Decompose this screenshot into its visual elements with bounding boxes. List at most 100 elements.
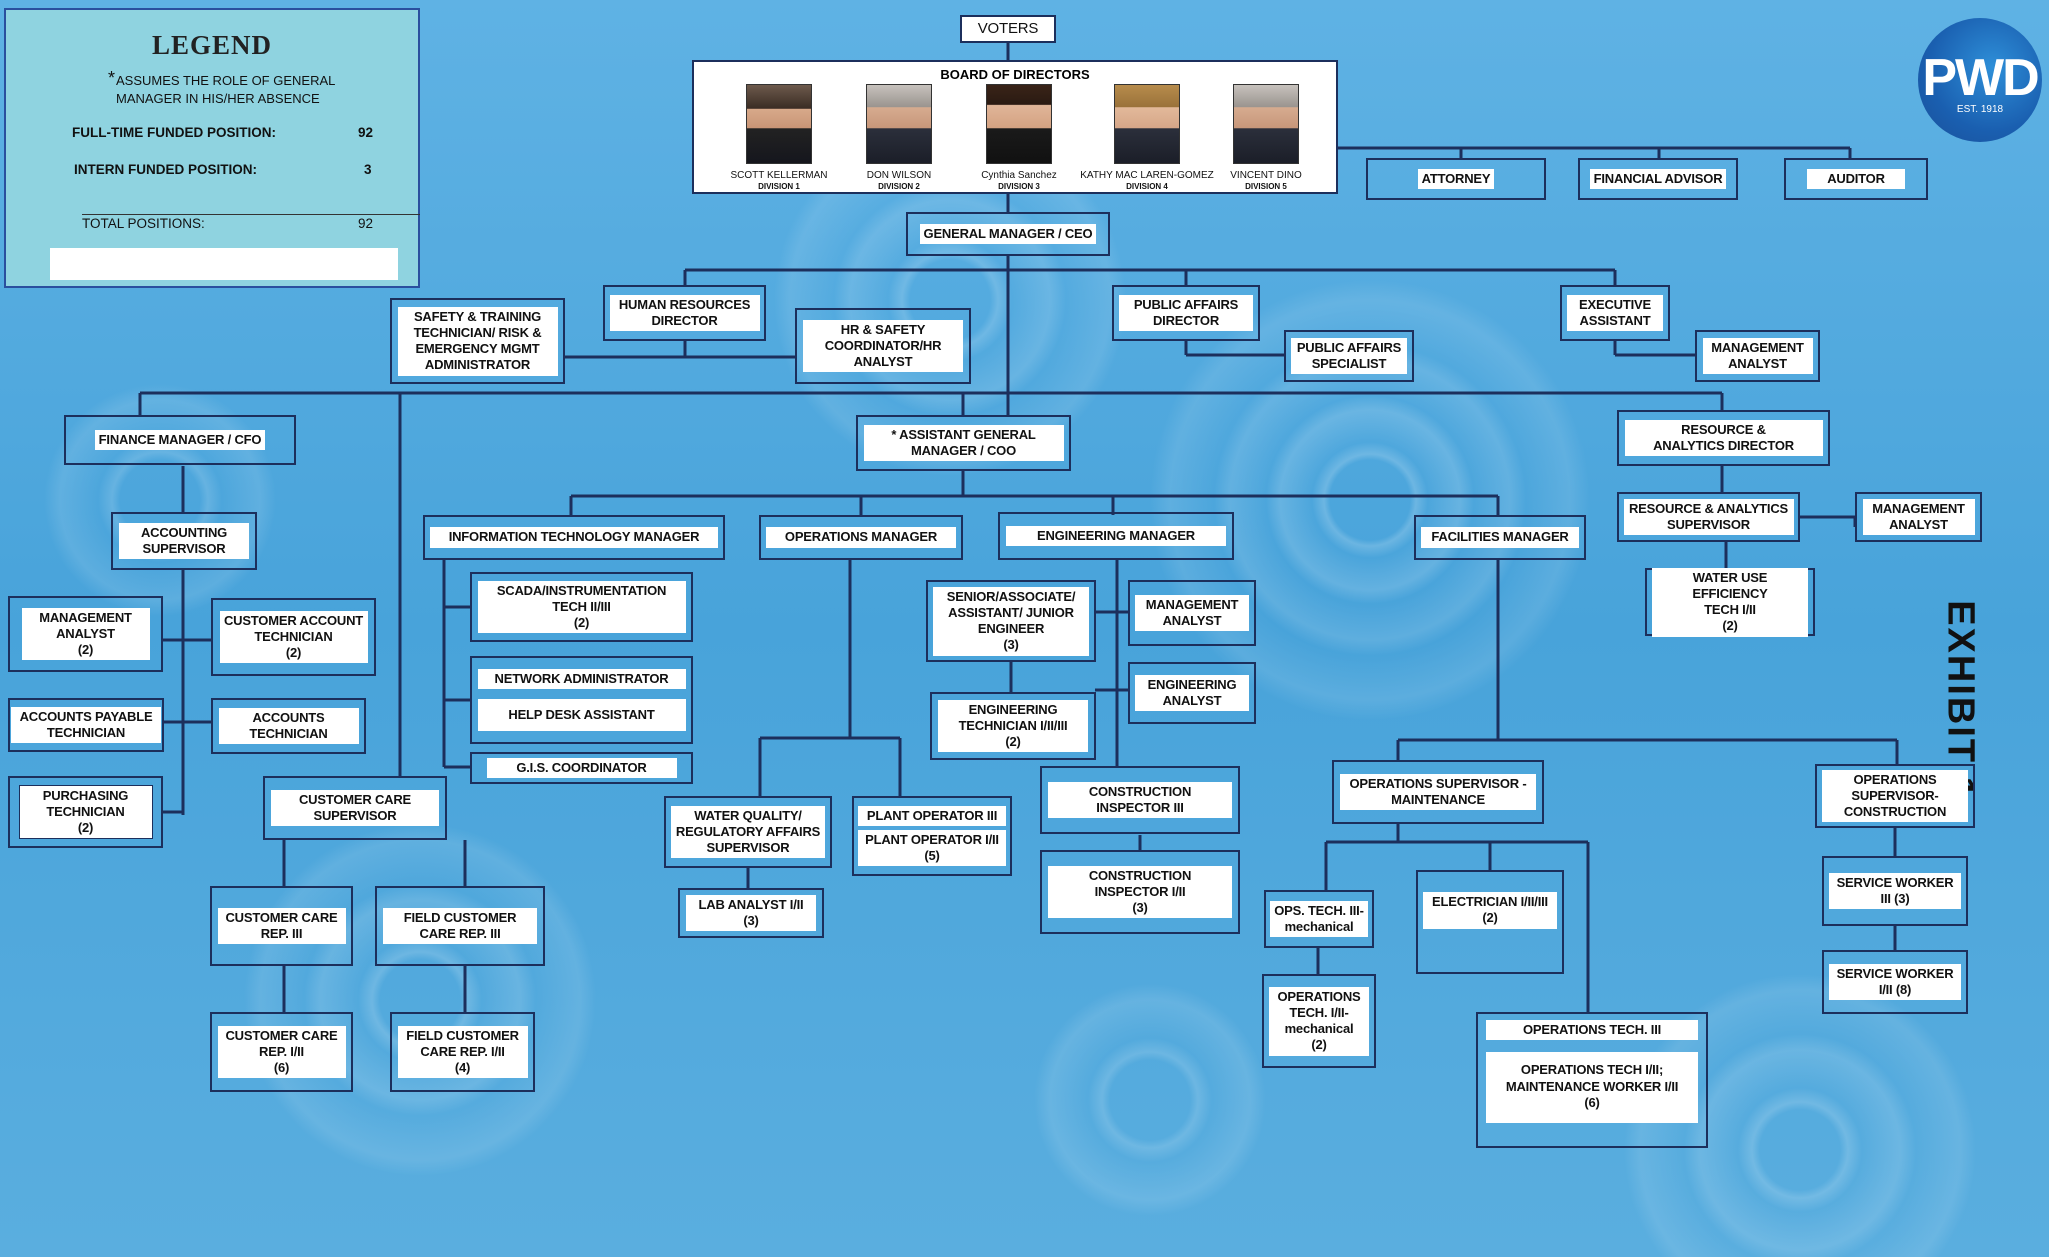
ops-tech3-mech-box: OPS. TECH. III- mechanical: [1264, 890, 1374, 948]
intern-value: 3: [364, 162, 372, 177]
member-division: DIVISION 3: [998, 182, 1040, 191]
ops-tech3-label: OPERATIONS TECH. III: [1486, 1020, 1698, 1041]
scada-box: SCADA/INSTRUMENTATION TECH II/III (2): [470, 572, 693, 642]
senior-eng-box: SENIOR/ASSOCIATE/ ASSISTANT/ JUNIOR ENGI…: [926, 580, 1096, 662]
board-title: BOARD OF DIRECTORS: [940, 67, 1090, 82]
legend-note: *ASSUMES THE ROLE OF GENERAL MANAGER IN …: [108, 68, 336, 107]
gm-box: GENERAL MANAGER / CEO: [906, 212, 1110, 256]
help-desk-label: HELP DESK ASSISTANT: [477, 699, 686, 732]
member-name: Cynthia Sanchez: [981, 170, 1057, 181]
auditor-label: AUDITOR: [1807, 168, 1905, 190]
voters-label: VOTERS: [973, 17, 1043, 41]
member-photo: [986, 84, 1052, 164]
ra-supervisor-label: RESOURCE & ANALYTICS SUPERVISOR: [1623, 498, 1794, 536]
hr-safety-box: HR & SAFETY COORDINATOR/HR ANALYST: [795, 308, 971, 384]
water-use-label: WATER USE EFFICIENCY TECH I/II (2): [1652, 567, 1808, 637]
ops-tech3-mech-label: OPS. TECH. III- mechanical: [1270, 900, 1368, 938]
full-time-value: 92: [358, 125, 374, 140]
acct-supervisor-label: ACCOUNTING SUPERVISOR: [119, 522, 249, 560]
ops-sup-const-label: OPERATIONS SUPERVISOR- CONSTRUCTION: [1822, 769, 1968, 823]
fcr12-label: FIELD CUSTOMER CARE REP. I/II (4): [397, 1025, 528, 1079]
eng-tech-label: ENGINEERING TECHNICIAN I/II/III (2): [938, 699, 1088, 753]
fac-manager-label: FACILITIES MANAGER: [1421, 527, 1579, 548]
ap-tech-box: ACCOUNTS PAYABLE TECHNICIAN: [8, 698, 164, 752]
acct-supervisor-box: ACCOUNTING SUPERVISOR: [111, 512, 257, 570]
hr-director-box: HUMAN RESOURCES DIRECTOR: [603, 285, 766, 341]
ops-manager-box: OPERATIONS MANAGER: [759, 515, 963, 560]
pa-specialist-label: PUBLIC AFFAIRS SPECIALIST: [1291, 337, 1407, 375]
fcr3-box: FIELD CUSTOMER CARE REP. III: [375, 886, 545, 966]
pa-director-box: PUBLIC AFFAIRS DIRECTOR: [1112, 285, 1260, 341]
senior-eng-label: SENIOR/ASSOCIATE/ ASSISTANT/ JUNIOR ENGI…: [933, 586, 1089, 656]
const-insp3-box: CONSTRUCTION INSPECTOR III: [1040, 766, 1240, 834]
svc-worker12-box: SERVICE WORKER I/II (8): [1822, 950, 1968, 1014]
ccr12-label: CUSTOMER CARE REP. I/II (6): [217, 1025, 346, 1079]
electrician-label: ELECTRICIAN I/II/III (2): [1423, 892, 1557, 929]
scada-label: SCADA/INSTRUMENTATION TECH II/III (2): [477, 580, 686, 634]
logo-text: PWD: [1922, 49, 2039, 107]
ra-supervisor-box: RESOURCE & ANALYTICS SUPERVISOR: [1617, 492, 1800, 542]
attorney-box: ATTORNEY: [1366, 158, 1546, 200]
asterisk-mark: *: [108, 68, 116, 88]
legend-title: LEGEND: [151, 30, 273, 60]
gis-label: G.I.S. COORDINATOR: [486, 757, 677, 779]
ops-manager-label: OPERATIONS MANAGER: [766, 527, 956, 548]
member-photo: [746, 84, 812, 164]
member-division: DIVISION 1: [758, 182, 800, 191]
fin-mgmt-analyst-box: MANAGEMENT ANALYST (2): [8, 596, 163, 672]
member-photo: [1233, 84, 1299, 164]
auditor-box: AUDITOR: [1784, 158, 1928, 200]
agm-label: * ASSISTANT GENERAL MANAGER / COO: [863, 424, 1064, 462]
voters-box: VOTERS: [960, 15, 1056, 43]
hr-director-label: HUMAN RESOURCES DIRECTOR: [609, 294, 760, 332]
network-admin-label: NETWORK ADMINISTRATOR: [477, 668, 686, 689]
eng-analyst-label: ENGINEERING ANALYST: [1135, 674, 1249, 712]
cust-acct-tech-box: CUSTOMER ACCOUNT TECHNICIAN (2): [211, 598, 376, 676]
legend-blank-field: [50, 248, 398, 280]
ops-sup-const-box: OPERATIONS SUPERVISOR- CONSTRUCTION: [1815, 764, 1975, 828]
total-label: TOTAL POSITIONS:: [82, 216, 205, 231]
lab-analyst-label: LAB ANALYST I/II (3): [686, 894, 816, 932]
const-insp12-box: CONSTRUCTION INSPECTOR I/II (3): [1040, 850, 1240, 934]
const-insp12-label: CONSTRUCTION INSPECTOR I/II (3): [1048, 865, 1232, 919]
eng-manager-label: ENGINEERING MANAGER: [1006, 525, 1226, 547]
financial-advisor-box: FINANCIAL ADVISOR: [1578, 158, 1738, 200]
gm-label: GENERAL MANAGER / CEO: [919, 223, 1097, 245]
exec-assistant-label: EXECUTIVE ASSISTANT: [1567, 294, 1663, 332]
purchasing-box: PURCHASING TECHNICIAN (2): [8, 776, 163, 848]
fac-manager-box: FACILITIES MANAGER: [1414, 515, 1586, 560]
legend-note-text: ASSUMES THE ROLE OF GENERAL MANAGER IN H…: [116, 73, 336, 106]
lab-analyst-box: LAB ANALYST I/II (3): [678, 888, 824, 938]
plant-op12-label: PLANT OPERATOR I/II (5): [858, 829, 1006, 867]
fcr12-box: FIELD CUSTOMER CARE REP. I/II (4): [390, 1012, 535, 1092]
exec-assistant-box: EXECUTIVE ASSISTANT: [1560, 285, 1670, 341]
financial-advisor-label: FINANCIAL ADVISOR: [1589, 168, 1727, 190]
agm-box: * ASSISTANT GENERAL MANAGER / COO: [856, 415, 1071, 471]
total-value: 92: [358, 216, 374, 231]
member-division: DIVISION 4: [1126, 182, 1168, 191]
acct-tech-box: ACCOUNTS TECHNICIAN: [211, 698, 366, 754]
legend-panel: LEGEND *ASSUMES THE ROLE OF GENERAL MANA…: [4, 8, 420, 288]
cc-supervisor-box: CUSTOMER CARE SUPERVISOR: [263, 776, 447, 840]
ra-director-label: RESOURCE & ANALYTICS DIRECTOR: [1624, 419, 1823, 457]
water-use-box: WATER USE EFFICIENCY TECH I/II (2): [1645, 567, 1815, 637]
attorney-label: ATTORNEY: [1417, 168, 1495, 190]
gis-box: G.I.S. COORDINATOR: [470, 752, 693, 784]
it-manager-box: INFORMATION TECHNOLOGY MANAGER: [423, 515, 725, 560]
plant-operator-box: PLANT OPERATOR III PLANT OPERATOR I/II (…: [852, 796, 1012, 876]
pa-specialist-box: PUBLIC AFFAIRS SPECIALIST: [1284, 330, 1414, 382]
ra-director-box: RESOURCE & ANALYTICS DIRECTOR: [1617, 410, 1830, 466]
acct-tech-label: ACCOUNTS TECHNICIAN: [218, 707, 359, 745]
network-helpdesk-box: NETWORK ADMINISTRATOR HELP DESK ASSISTAN…: [470, 656, 693, 744]
member-division: DIVISION 2: [878, 182, 920, 191]
hr-safety-label: HR & SAFETY COORDINATOR/HR ANALYST: [803, 319, 963, 373]
ccr3-label: CUSTOMER CARE REP. III: [217, 907, 346, 945]
svc-worker3-label: SERVICE WORKER III (3): [1829, 872, 1961, 910]
logo-est: EST. 1918: [1956, 104, 2004, 115]
fcr3-label: FIELD CUSTOMER CARE REP. III: [383, 907, 537, 945]
finance-box: FINANCE MANAGER / CFO: [64, 415, 296, 465]
it-manager-label: INFORMATION TECHNOLOGY MANAGER: [430, 527, 718, 548]
